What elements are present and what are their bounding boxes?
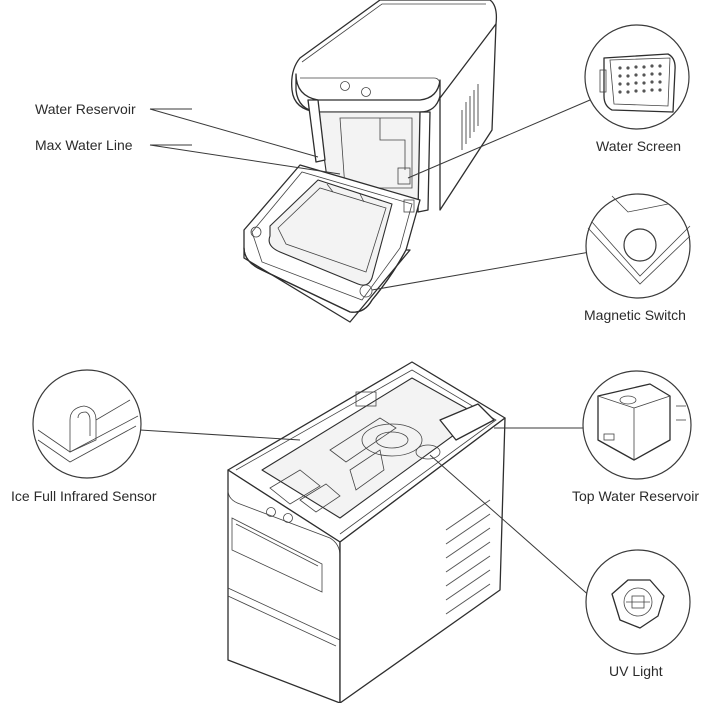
water-screen-detail bbox=[584, 24, 690, 130]
side-vents bbox=[445, 499, 491, 615]
label-max-water-line: Max Water Line bbox=[35, 137, 133, 153]
top-water-reservoir-detail bbox=[582, 370, 692, 480]
leader-uv-light bbox=[429, 454, 593, 599]
label-uv-light: UV Light bbox=[609, 663, 663, 679]
magnetic-switch-detail bbox=[585, 193, 691, 299]
leader-magnetic-switch bbox=[371, 251, 591, 291]
bottom-ice-maker-illustration bbox=[227, 361, 506, 703]
ice-full-infrared-sensor-detail bbox=[32, 369, 142, 479]
leader-water-screen bbox=[407, 99, 591, 179]
label-top-water-reservoir: Top Water Reservoir bbox=[572, 488, 699, 504]
top-ice-maker-illustration bbox=[243, 0, 498, 323]
label-water-reservoir: Water Reservoir bbox=[35, 101, 136, 117]
label-ice-full-infrared-sensor: Ice Full Infrared Sensor bbox=[11, 488, 157, 504]
label-magnetic-switch: Magnetic Switch bbox=[584, 307, 686, 323]
leader-max-water-line bbox=[149, 144, 341, 175]
label-water-screen: Water Screen bbox=[596, 138, 681, 154]
leader-ice-full-infrared-sensor bbox=[139, 429, 301, 441]
leader-water-reservoir bbox=[149, 108, 319, 158]
uv-light-detail bbox=[585, 549, 691, 655]
